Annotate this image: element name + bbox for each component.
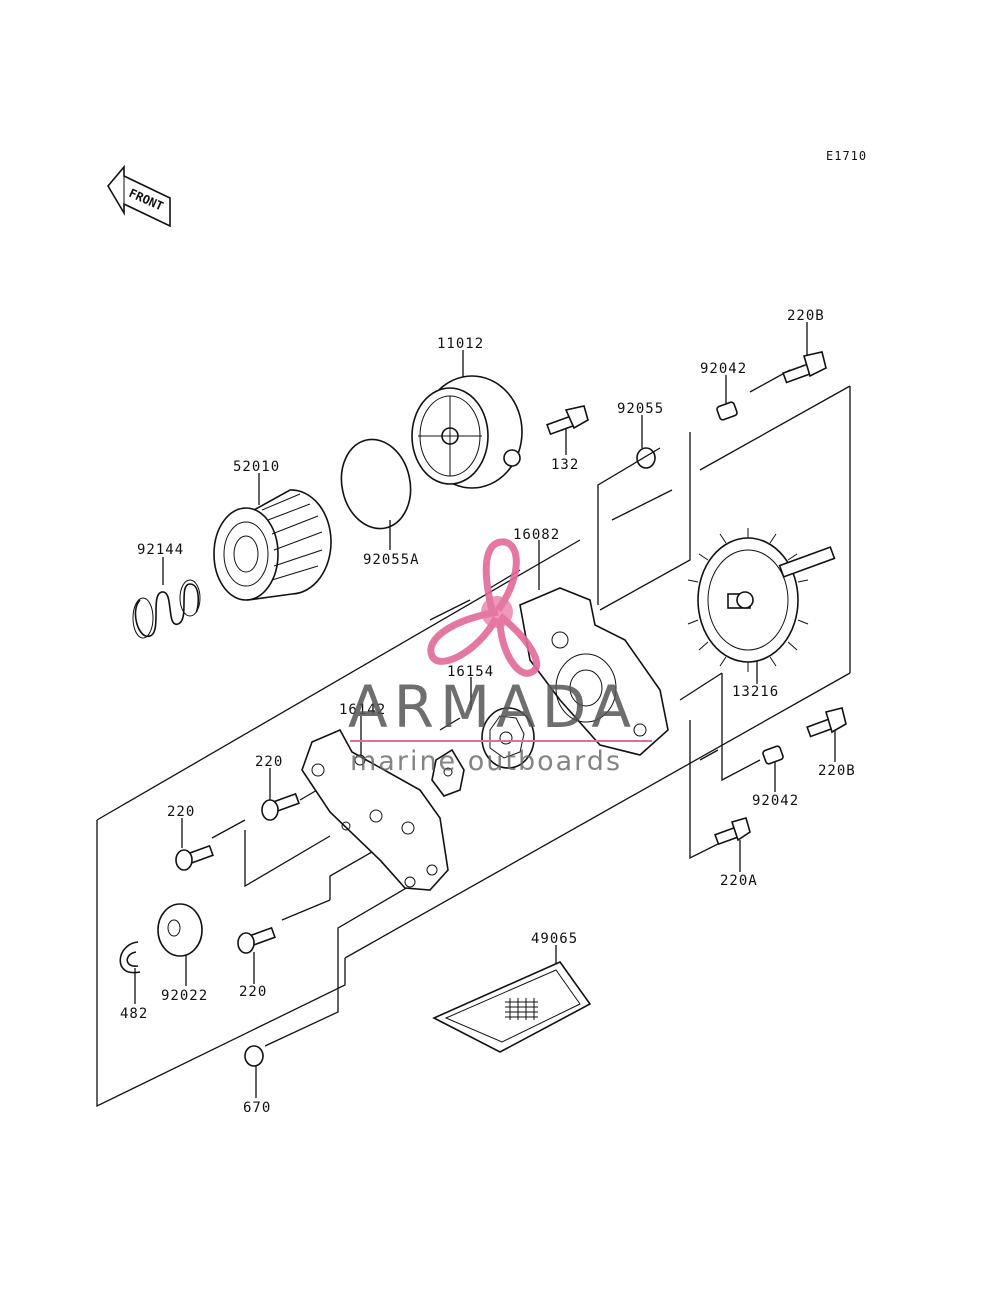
label-220-c[interactable]: 220 bbox=[239, 984, 267, 1000]
label-92055[interactable]: 92055 bbox=[617, 401, 664, 417]
part-labels: 11012 220B 92042 92055 132 52010 92055A … bbox=[120, 308, 856, 1116]
front-arrow-icon: FRONT bbox=[107, 164, 171, 228]
part-482-clip[interactable] bbox=[119, 941, 141, 974]
part-92022-washer[interactable] bbox=[157, 903, 203, 957]
part-220-screw-a[interactable] bbox=[261, 792, 300, 821]
label-16142[interactable]: 16142 bbox=[339, 702, 386, 718]
label-16154[interactable]: 16154 bbox=[447, 664, 494, 680]
leader-lines bbox=[134, 322, 836, 1098]
part-16154-rotor[interactable] bbox=[481, 707, 535, 769]
part-52010-oil-filter[interactable] bbox=[213, 489, 332, 601]
label-92042-top[interactable]: 92042 bbox=[700, 361, 747, 377]
label-11012[interactable]: 11012 bbox=[437, 336, 484, 352]
part-220A-bolt[interactable] bbox=[714, 817, 751, 846]
label-220-b[interactable]: 220 bbox=[167, 804, 195, 820]
part-670-o-ring[interactable] bbox=[244, 1045, 264, 1067]
part-220B-bolt-top[interactable] bbox=[782, 351, 827, 384]
part-11012-pump-cover[interactable] bbox=[411, 375, 523, 489]
propeller-logo-icon bbox=[427, 538, 541, 677]
part-92144-spring[interactable] bbox=[132, 579, 201, 639]
part-220-screw-b[interactable] bbox=[175, 844, 214, 871]
label-220-a[interactable]: 220 bbox=[255, 754, 283, 770]
part-132-bolt[interactable] bbox=[546, 405, 589, 436]
label-49065[interactable]: 49065 bbox=[531, 931, 578, 947]
watermark-tagline: marine outboards bbox=[350, 746, 622, 777]
part-13216-gear-shaft[interactable] bbox=[687, 528, 836, 672]
part-16082-pump-body[interactable] bbox=[519, 587, 669, 756]
part-220-screw-c[interactable] bbox=[237, 926, 276, 954]
assembly-frame-lines bbox=[96, 369, 851, 1108]
part-92042-dowel-top[interactable] bbox=[716, 401, 738, 421]
label-482[interactable]: 482 bbox=[120, 1006, 148, 1022]
label-92144[interactable]: 92144 bbox=[137, 542, 184, 558]
label-220B-right[interactable]: 220B bbox=[818, 763, 856, 779]
part-92055-small-o-ring[interactable] bbox=[636, 447, 656, 469]
watermark-brand: ARMADA bbox=[348, 673, 637, 741]
label-16082[interactable]: 16082 bbox=[513, 527, 560, 543]
part-92042-dowel-right[interactable] bbox=[762, 745, 784, 765]
watermark: ARMADA marine outboards bbox=[348, 538, 652, 777]
label-132[interactable]: 132 bbox=[551, 457, 579, 473]
label-52010[interactable]: 52010 bbox=[233, 459, 280, 475]
diagram-code: E1710 bbox=[826, 149, 867, 163]
part-220B-bolt-right[interactable] bbox=[806, 707, 847, 738]
label-220B-top[interactable]: 220B bbox=[787, 308, 825, 324]
part-92055A-o-ring[interactable] bbox=[333, 433, 418, 535]
part-16142-plate[interactable] bbox=[301, 728, 449, 891]
label-92055A[interactable]: 92055A bbox=[363, 552, 420, 568]
label-13216[interactable]: 13216 bbox=[732, 684, 779, 700]
label-220A[interactable]: 220A bbox=[720, 873, 758, 889]
label-670[interactable]: 670 bbox=[243, 1100, 271, 1116]
label-92042-right[interactable]: 92042 bbox=[752, 793, 799, 809]
part-49065-label-plate[interactable] bbox=[432, 961, 592, 1053]
label-92022[interactable]: 92022 bbox=[161, 988, 208, 1004]
part-rotor-pin[interactable] bbox=[431, 748, 465, 797]
